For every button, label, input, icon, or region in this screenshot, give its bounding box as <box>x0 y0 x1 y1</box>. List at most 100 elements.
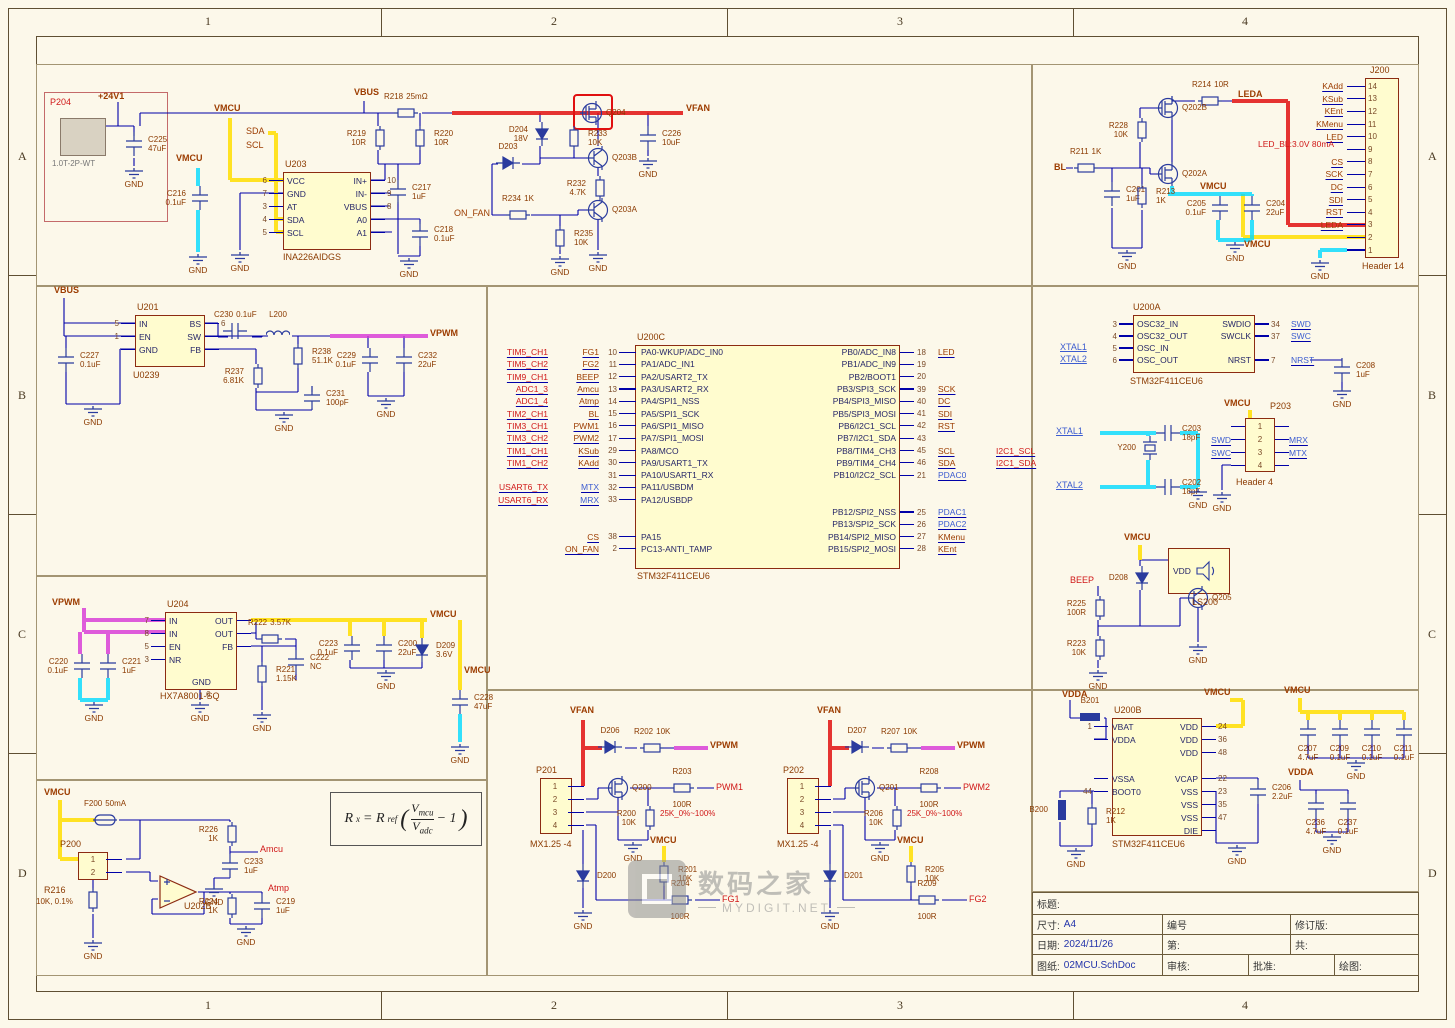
connector-part: Header 4 <box>1236 477 1274 487</box>
pin-row: A1 <box>251 226 421 239</box>
connector-P203 <box>1245 418 1275 472</box>
connector-ref: P201 <box>536 765 558 775</box>
pin-row: FB <box>105 343 245 356</box>
net-label-vmcu: VMCU <box>464 665 491 675</box>
gnd-symbol: GND <box>84 702 104 723</box>
connector-ref: P203 <box>1270 401 1292 411</box>
size-cell: 尺寸:A4 <box>1033 915 1163 934</box>
connector-ref: J200 <box>1370 65 1390 75</box>
net-label-onfan: ON_FAN <box>454 208 491 218</box>
pin-row: 4 <box>789 819 849 832</box>
pin-row: 1 <box>1279 244 1399 257</box>
watermark-logo <box>628 860 686 918</box>
gnd-symbol: GND <box>1332 388 1352 409</box>
approved-cell: 批准: <box>1249 955 1335 975</box>
watermark: 数码之家 MYDIGIT.NET <box>628 860 855 918</box>
pin-row <box>772 481 1072 493</box>
zone-col-2b: 2 <box>551 998 557 1012</box>
note-fan-range: 25K_0%~100% <box>660 809 716 818</box>
transistor-Q204: Q204 <box>580 101 626 125</box>
net-label-vfan: VFAN <box>686 103 711 113</box>
net-label-xtal1: XTAL1 <box>1060 342 1087 352</box>
opamp-U202B <box>159 875 198 909</box>
zone-row-b: B <box>18 388 27 402</box>
transistor-Q202A: Q202A <box>1156 162 1207 186</box>
ic-ref: U200C <box>637 332 666 342</box>
buzzer-pin: VDD <box>1173 566 1191 576</box>
pin-row: A0 <box>251 213 421 226</box>
gnd-symbol: GND <box>588 252 608 273</box>
pin-row <box>1129 342 1349 354</box>
buzzer-LS200: VDD <box>1168 548 1230 594</box>
net-label-xtal2: XTAL2 <box>1060 354 1087 364</box>
ic-ref: U200A <box>1133 302 1161 312</box>
transistor-Q203B: Q203B <box>586 146 637 170</box>
crystal-Y200: Y200 <box>1102 436 1162 460</box>
pin-row <box>1076 759 1246 772</box>
net-label-vmcu: VMCU <box>1224 398 1251 408</box>
ic-U200B <box>1112 718 1202 836</box>
gnd-symbol: GND <box>252 712 272 733</box>
bead-B200: B200 <box>1014 798 1074 822</box>
power-entry-component <box>60 118 106 156</box>
pin-row: 2 <box>1279 231 1399 244</box>
connector-part: MX1.25 -4 <box>530 839 572 849</box>
gnd-symbol: GND <box>1310 260 1330 281</box>
zone-col-4b: 4 <box>1242 998 1248 1012</box>
net-label-xtal2: XTAL2 <box>1056 480 1083 490</box>
pin-row: SW <box>105 330 245 343</box>
pin-row: 1 <box>789 780 849 793</box>
gnd-symbol: GND <box>376 398 396 419</box>
gnd-symbol: GND <box>1188 489 1208 510</box>
ic-ref: U201 <box>137 302 159 312</box>
gnd-symbol: GND <box>1088 670 1108 691</box>
diode-D206: D206 <box>598 726 622 759</box>
gnd-symbol: GND <box>573 910 593 931</box>
gnd-symbol: GND <box>638 158 658 179</box>
pin-row: 3 <box>789 806 849 819</box>
